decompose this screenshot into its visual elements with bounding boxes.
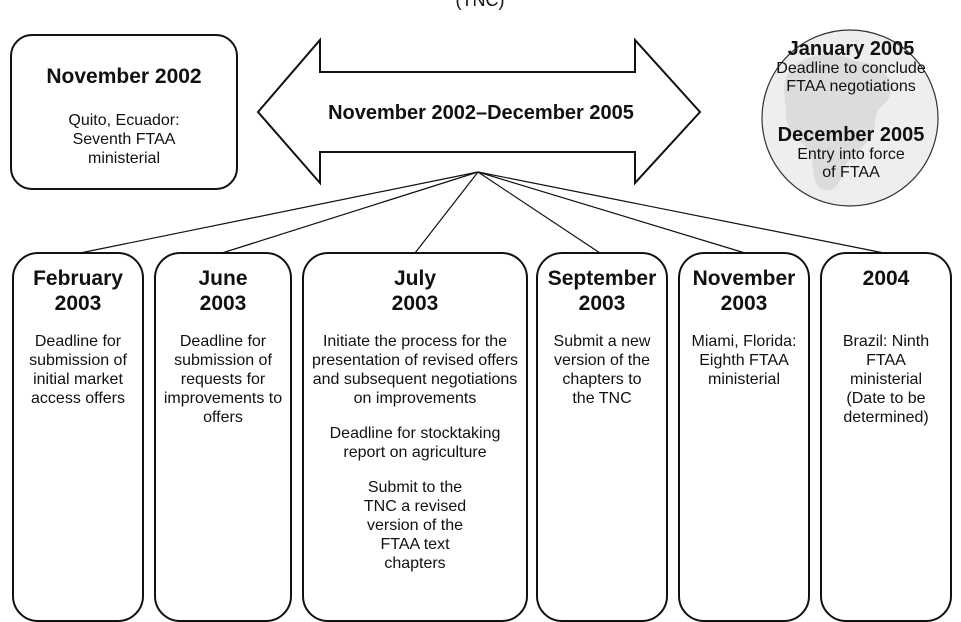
circle-date: December 2005 — [777, 124, 925, 146]
double-arrow-shape — [256, 37, 702, 186]
circle-item-january-2005: January 2005 Deadline to conclude FTAA n… — [770, 38, 932, 96]
milestone-description: Initiate the process for the presentatio… — [311, 333, 519, 572]
milestone-description: Brazil: Ninth FTAA ministerial (Date to … — [842, 333, 930, 426]
start-box-date: November 2002 — [46, 65, 202, 88]
fan-lines — [79, 171, 885, 254]
milestone-description: Deadline for submission of initial marke… — [29, 333, 127, 407]
start-box: November 2002 Quito, Ecuador: Seventh FT… — [10, 34, 238, 190]
connector-line — [414, 171, 479, 254]
milestone-description: Deadline for submission of requests for … — [163, 333, 283, 426]
connector-line — [477, 171, 746, 254]
milestone-box-2004: 2004 Brazil: Ninth FTAA ministerial (Dat… — [820, 252, 952, 622]
circle-description: Entry into force — [797, 146, 905, 163]
connector-line — [477, 171, 885, 254]
milestone-description: Submit a new version of the chapters to … — [553, 333, 651, 407]
arrow-label: November 2002–December 2005 — [328, 102, 634, 124]
connector-line — [79, 171, 479, 254]
continent-silhouette — [784, 54, 892, 191]
milestone-description: Miami, Florida: Eighth FTAA ministerial — [691, 333, 797, 388]
circle-item-december-2005: December 2005 Entry into force of FTAA — [764, 124, 938, 182]
connector-layer — [79, 29, 939, 254]
partial-title: (TNC) — [455, 0, 505, 10]
connector-line — [477, 171, 601, 254]
circle-description: FTAA negotiations — [786, 78, 916, 95]
milestone-date: 2004 — [862, 267, 910, 290]
globe-circle — [761, 29, 939, 207]
ftaa-timeline-diagram: (TNC) November 2002 Quito, Ecuador: Seve… — [10, 0, 952, 622]
connector-line — [221, 171, 479, 254]
circle-date: January 2005 — [787, 38, 915, 60]
circle-description: of FTAA — [822, 164, 880, 181]
start-box-description: Quito, Ecuador: Seventh FTAA ministerial — [68, 112, 180, 167]
circle-description: Deadline to conclude — [776, 60, 926, 77]
